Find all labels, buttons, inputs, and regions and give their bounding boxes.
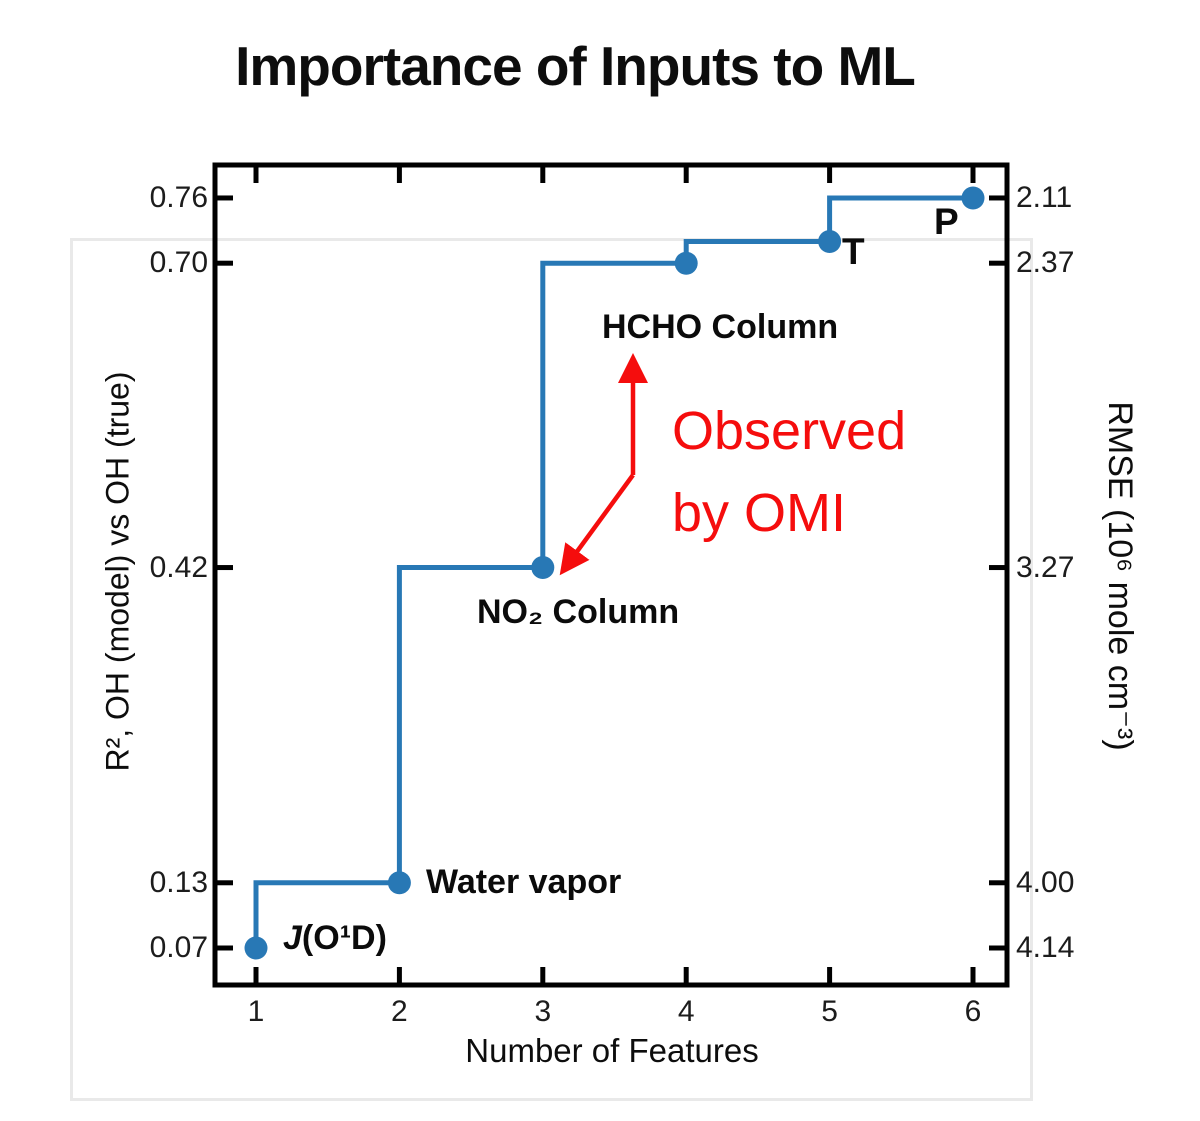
point-label-jo1d-italic-part: J: [283, 919, 302, 957]
annotation-line-1: Observed: [672, 401, 907, 461]
step-line: [253, 195, 973, 948]
point-label-no2-column: NO₂ Column: [477, 593, 680, 631]
right-tick-label: 2.11: [1016, 180, 1073, 214]
left-tick-label: 0.07: [149, 931, 208, 964]
left-tick-label: 0.76: [149, 180, 208, 214]
right-tick-label: 4.14: [1016, 931, 1075, 964]
point-label-jo1d-rest: (O¹D): [301, 919, 387, 957]
data-point-marker: [674, 251, 698, 275]
x-tick-label: 4: [677, 995, 695, 1028]
point-label-water-vapor: Water vapor: [426, 863, 622, 901]
x-tick-label: 3: [534, 995, 552, 1028]
x-tick-label: 2: [391, 995, 408, 1028]
point-label-pressure: P: [934, 201, 959, 242]
chart-background-panel: [70, 238, 1033, 1101]
data-point-marker: [387, 871, 411, 895]
observed-by-omi-annotation: Observed by OMI: [672, 390, 906, 554]
data-point-marker: [818, 229, 842, 253]
annotation-arrow-down: [559, 473, 635, 576]
annotation-line-2: by OMI: [672, 483, 847, 543]
data-point-marker: [244, 936, 268, 960]
point-label-temperature: T: [842, 231, 865, 272]
left-tick-label: 0.13: [149, 865, 208, 899]
chart-title: Importance of Inputs to ML: [235, 35, 916, 97]
left-y-axis-title: R², OH (model) vs OH (true): [99, 371, 136, 772]
data-point-marker: [531, 556, 555, 580]
point-label-hcho-column: HCHO Column: [602, 308, 839, 346]
x-tick-label: 1: [247, 995, 265, 1028]
data-point-marker: [961, 186, 985, 210]
axis-frame: [212, 162, 1010, 988]
left-tick-label: 0.70: [149, 246, 208, 280]
right-tick-label: 4.00: [1016, 865, 1075, 899]
x-tick-label: 5: [821, 995, 838, 1028]
left-tick-label: 0.42: [149, 550, 208, 584]
right-tick-label: 2.37: [1016, 246, 1075, 280]
x-tick-label: 6: [964, 995, 982, 1028]
right-tick-label: 3.27: [1016, 550, 1075, 584]
x-axis-title: Number of Features: [465, 1032, 759, 1069]
right-y-axis-title: RMSE (10⁶ mole cm⁻³): [1101, 401, 1139, 751]
point-label-jo1d: J(O¹D): [283, 919, 387, 958]
